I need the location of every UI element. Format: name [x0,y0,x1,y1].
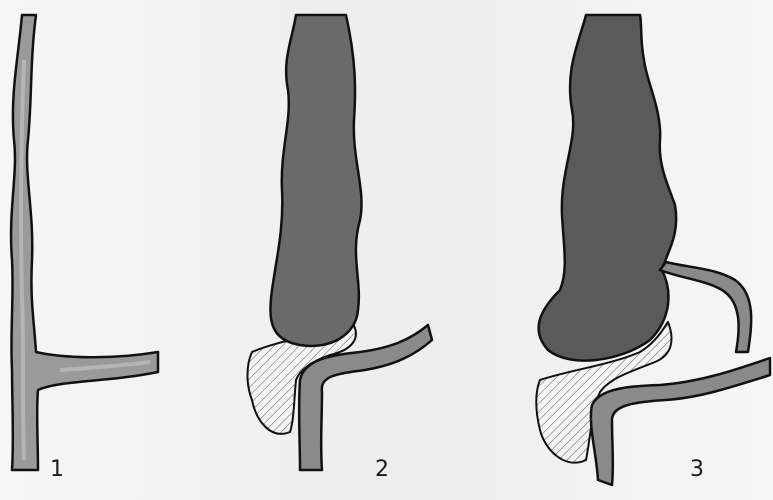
panel-label-3: 3 [690,457,704,482]
panel-label-2: 2 [375,457,389,482]
panel-label-1: 1 [50,457,64,482]
